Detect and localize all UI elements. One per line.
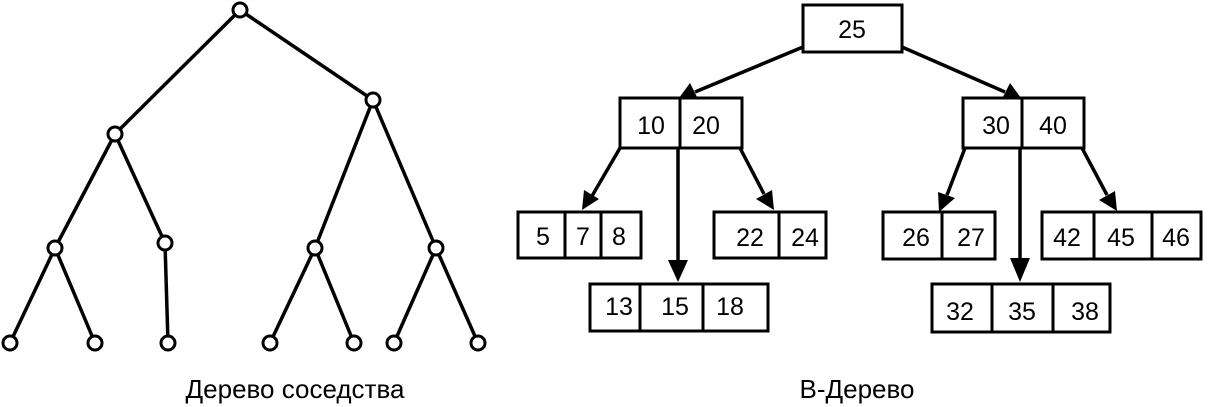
- btree-key: 30: [982, 112, 1010, 140]
- btree-pointer: [694, 45, 804, 94]
- btree-arrows: [582, 45, 1117, 282]
- btree-key: 38: [1071, 298, 1099, 326]
- btree-pointer: [590, 147, 622, 197]
- btree-key: 25: [838, 16, 866, 44]
- btree-internal-node-right: 30 40: [961, 96, 1086, 150]
- tree-edge: [53, 247, 97, 344]
- btree-key: 15: [661, 293, 689, 321]
- btree-key: 45: [1107, 224, 1135, 252]
- tree-node: [306, 239, 324, 257]
- tree-edge: [392, 247, 438, 344]
- btree-key: 5: [536, 223, 550, 251]
- btree-key: 20: [692, 112, 720, 140]
- tree-edge: [53, 133, 117, 249]
- arrowhead: [938, 192, 955, 212]
- tree-node: [231, 1, 249, 19]
- tree-node: [156, 234, 174, 252]
- btree-pointer: [901, 45, 1006, 94]
- btree-leaf-node: 13 15 18: [588, 282, 770, 333]
- btree-key: 46: [1162, 224, 1190, 252]
- btree-key: 10: [637, 112, 665, 140]
- tree-edge: [313, 247, 356, 344]
- tree-node: [159, 334, 177, 352]
- btree-key: 26: [902, 224, 930, 252]
- btree-pointer: [1080, 147, 1109, 196]
- arrowhead: [1010, 258, 1030, 282]
- neighborhood-tree-caption: Дерево соседства: [186, 374, 405, 404]
- btree-leaf-node: 32 35 38: [930, 282, 1112, 334]
- btree-internal-node-left: 10 20: [618, 96, 744, 150]
- btree-key: 18: [716, 293, 744, 321]
- arrowhead: [582, 190, 599, 210]
- tree-edge: [113, 8, 242, 136]
- btree-leaf-node: 26 27: [881, 210, 997, 261]
- btree-leaf-node: 22 24: [712, 210, 828, 260]
- arrowhead: [668, 260, 688, 282]
- btree-key: 27: [957, 224, 985, 252]
- tree-edge: [313, 99, 375, 249]
- btree-key: 35: [1008, 298, 1036, 326]
- neighborhood-tree: [1, 1, 487, 352]
- tree-edge: [268, 247, 317, 344]
- btree-leaf-node: 5 7 8: [516, 210, 643, 260]
- tree-edge: [434, 247, 480, 344]
- tree-node: [385, 334, 403, 352]
- tree-node: [427, 239, 445, 257]
- tree-node: [469, 334, 487, 352]
- tree-node: [345, 334, 363, 352]
- tree-node: [86, 334, 104, 352]
- tree-edge: [239, 8, 374, 102]
- btree-pointer: [738, 147, 766, 195]
- tree-node: [261, 334, 279, 352]
- btree-caption: B-Дерево: [800, 374, 915, 404]
- btree-pointer: [945, 147, 967, 196]
- tree-node: [364, 91, 382, 109]
- btree-key: 32: [946, 298, 974, 326]
- tree-node: [106, 125, 124, 143]
- btree-key: 8: [612, 223, 626, 251]
- arrowhead: [756, 190, 774, 210]
- btree-root-node: 25: [801, 3, 904, 54]
- tree-edge: [8, 247, 57, 344]
- tree-edge: [163, 242, 170, 344]
- btree-key: 13: [605, 293, 633, 321]
- btree-key: 22: [736, 224, 764, 252]
- tree-edge: [113, 133, 167, 244]
- btree-key: 24: [791, 224, 819, 252]
- arrowhead: [1099, 191, 1117, 211]
- tree-edge: [371, 99, 438, 249]
- btree-leaf-node: 42 45 46: [1040, 210, 1203, 261]
- tree-node: [46, 239, 64, 257]
- btree-key: 40: [1039, 112, 1067, 140]
- btree-key: 7: [576, 223, 590, 251]
- btree-key: 42: [1053, 224, 1081, 252]
- tree-node: [1, 334, 19, 352]
